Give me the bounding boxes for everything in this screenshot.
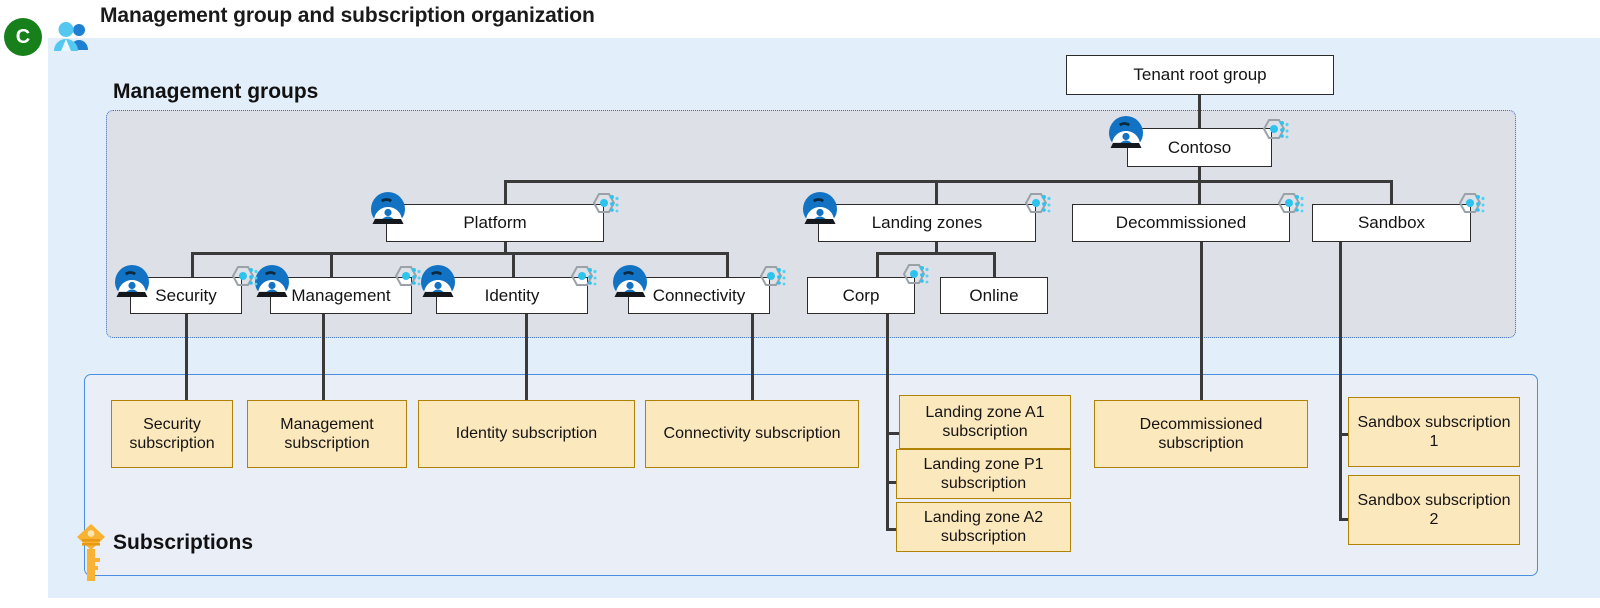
connector-management-sub	[322, 313, 325, 403]
node-tenant-root-group[interactable]: Tenant root group	[1066, 55, 1334, 95]
connector-to-identity	[512, 252, 515, 278]
tenant-badge-icon: C	[4, 18, 42, 56]
connector-to-security	[191, 252, 194, 278]
connector-to-management	[330, 252, 333, 278]
connector-lz-bus	[876, 252, 995, 255]
subscription-landing-zone-p1[interactable]: Landing zone P1 subscription	[896, 449, 1071, 499]
connector-to-online	[993, 252, 996, 278]
management-groups-label: Management groups	[113, 80, 319, 103]
connector-corp-p1	[886, 481, 902, 484]
subscriptions-label: Subscriptions	[113, 531, 254, 554]
node-corp[interactable]: Corp	[807, 277, 915, 314]
connector-to-landing-zones	[935, 180, 938, 206]
node-connectivity[interactable]: Connectivity	[628, 277, 770, 314]
connector-corp-a2	[886, 528, 902, 531]
connector-corp-trunk	[886, 313, 889, 530]
connector-identity-sub	[525, 313, 528, 403]
connector-sandbox-trunk	[1339, 240, 1342, 520]
node-landing-zones[interactable]: Landing zones	[818, 204, 1036, 242]
subscription-connectivity[interactable]: Connectivity subscription	[645, 400, 859, 468]
connector-root-contoso	[1198, 94, 1201, 130]
node-identity[interactable]: Identity	[436, 277, 588, 314]
people-icon	[54, 22, 88, 51]
connector-connectivity-sub	[751, 313, 754, 403]
node-online[interactable]: Online	[940, 277, 1048, 314]
subscription-landing-zone-a2[interactable]: Landing zone A2 subscription	[896, 502, 1071, 552]
connector-contoso-down	[1198, 166, 1201, 182]
connector-sandbox-1	[1339, 433, 1355, 436]
connector-corp-a1	[886, 432, 902, 435]
subscription-sandbox-2[interactable]: Sandbox subscription 2	[1348, 475, 1520, 545]
node-sandbox[interactable]: Sandbox	[1312, 204, 1471, 242]
connector-platform-down	[504, 240, 507, 254]
subscription-decommissioned[interactable]: Decommissioned subscription	[1094, 400, 1308, 468]
connector-to-sandbox	[1390, 180, 1393, 206]
subscription-landing-zone-a1[interactable]: Landing zone A1 subscription	[899, 395, 1071, 449]
key-icon	[77, 524, 105, 581]
connector-level2-bus	[504, 180, 1392, 183]
subscription-security[interactable]: Security subscription	[111, 400, 233, 468]
connector-to-decommissioned	[1198, 180, 1201, 206]
connector-decommissioned-sub	[1200, 240, 1203, 403]
subscription-sandbox-1[interactable]: Sandbox subscription 1	[1348, 397, 1520, 467]
connector-platform-bus	[191, 252, 728, 255]
connector-lz-down	[935, 240, 938, 254]
node-decommissioned[interactable]: Decommissioned	[1072, 204, 1290, 242]
connector-to-connectivity	[726, 252, 729, 278]
connector-security-sub	[185, 313, 188, 403]
connector-to-corp	[876, 252, 879, 278]
node-contoso[interactable]: Contoso	[1127, 128, 1272, 167]
connector-to-platform	[504, 180, 507, 206]
subscription-management[interactable]: Management subscription	[247, 400, 407, 468]
subscription-identity[interactable]: Identity subscription	[418, 400, 635, 468]
node-security[interactable]: Security	[130, 277, 242, 314]
node-platform[interactable]: Platform	[386, 204, 604, 242]
node-management[interactable]: Management	[270, 277, 412, 314]
connector-sandbox-2	[1339, 518, 1355, 521]
page-title: Management group and subscription organi…	[100, 4, 595, 27]
